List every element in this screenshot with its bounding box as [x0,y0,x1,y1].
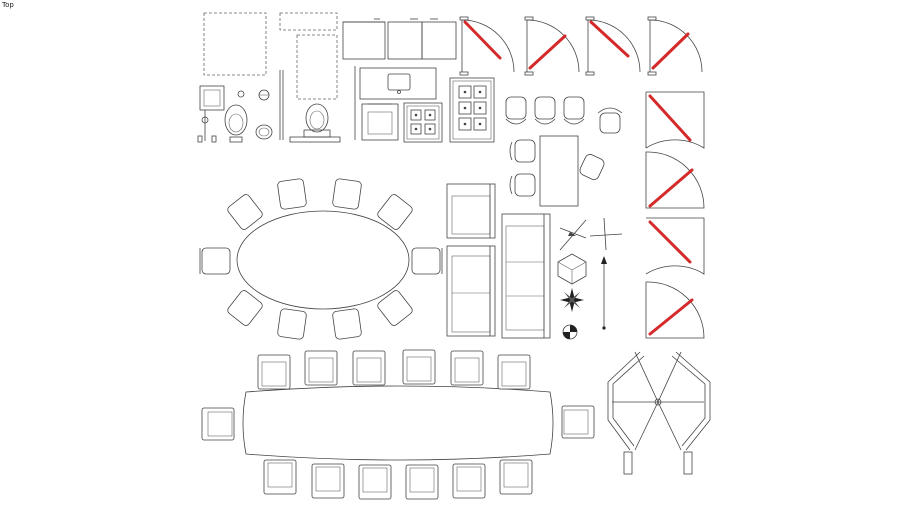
armchair [201,407,235,441]
swing-door [645,217,705,275]
dining-chair [579,154,605,180]
dashed-zone [203,12,267,76]
swing-door [645,151,705,209]
swing-door [459,16,515,76]
chair [277,178,307,210]
compass-icon [560,288,584,312]
kitchen-sink [359,67,437,100]
kitchen-counters[interactable] [342,18,457,141]
swing-door [647,16,703,76]
conference-table [242,385,554,461]
dining-table [539,135,579,207]
chair [332,178,362,210]
sofa [446,183,496,239]
chair [227,290,263,326]
dashed-zone [296,34,338,100]
oval-table-set[interactable] [199,178,443,340]
office-chair [505,96,527,125]
armchair-row-top [257,349,531,390]
counter-unit [387,21,423,60]
sofas[interactable] [446,183,551,339]
dining-chair [509,173,536,197]
armchair [561,405,595,439]
chair [411,247,443,275]
sofa [501,213,551,339]
elevation-arrow-icon [601,256,607,330]
kitchen-sink-2 [361,103,399,141]
counter-unit [342,21,386,60]
axis-icon [589,217,623,251]
swing-doors-top[interactable] [459,16,703,76]
chair [277,308,307,340]
toilet-bowl [224,104,248,136]
cube-icon [557,253,587,285]
office-chairs[interactable] [505,96,623,134]
chair [227,194,263,230]
chair [377,194,413,230]
armchair-row-bottom [263,459,533,500]
view-label: Top [2,1,14,9]
basin [255,124,273,140]
vanity [289,136,341,143]
counter-unit [421,21,457,60]
swing-door [524,16,580,76]
swing-doors-right[interactable] [645,91,705,339]
chair [199,247,231,275]
swing-door [645,91,705,149]
dining-chair [509,139,536,163]
dashed-zones [203,12,338,100]
conference-table-set[interactable] [201,349,595,500]
bathroom-set[interactable] [197,70,341,143]
stove-4-burner[interactable] [403,102,443,143]
office-chair [563,96,585,125]
chair [377,290,413,326]
office-chair [597,107,623,134]
dashed-zone [279,12,338,31]
dining-set[interactable] [509,135,606,207]
swing-door [645,281,705,339]
chair [332,308,362,340]
swing-door [585,16,641,76]
sofa [446,245,496,337]
oval-table [236,210,410,310]
office-chair [534,96,556,125]
toilet [305,103,329,133]
stove-6-burner[interactable] [449,77,495,143]
shower-tray [199,85,225,111]
section-marker-icon [562,324,578,340]
revolving-door[interactable] [607,351,711,475]
axis-icon [559,219,587,251]
gizmos [557,217,623,340]
